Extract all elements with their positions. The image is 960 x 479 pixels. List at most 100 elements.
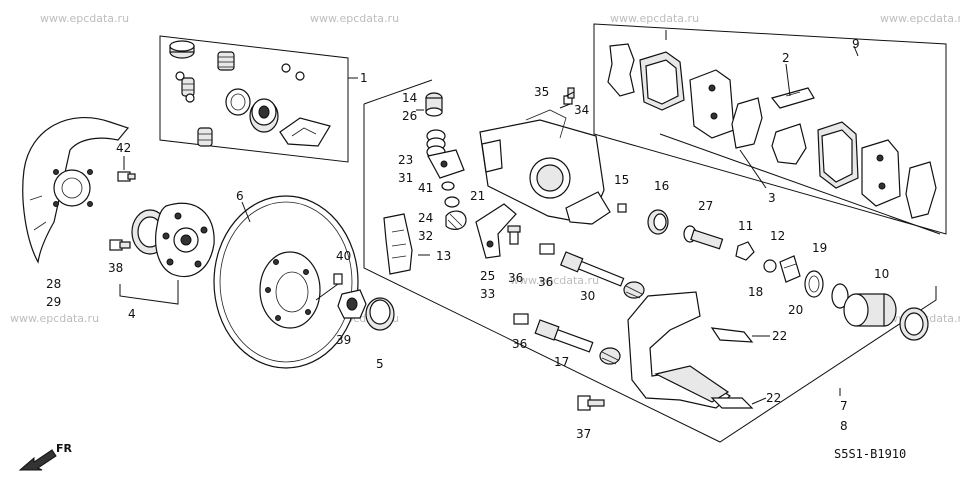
callout-17: 17 (554, 355, 569, 369)
watermark: www.epcdata.ru (610, 12, 699, 25)
hub-cap-5 (365, 297, 395, 331)
clip-13 (383, 213, 413, 275)
callout-24: 24 (418, 211, 433, 225)
callout-34: 34 (574, 103, 589, 117)
callout-28: 28 (46, 277, 61, 291)
ring-part (295, 71, 305, 81)
piston-10 (843, 293, 897, 327)
callout-38: 38 (108, 261, 123, 275)
shim-part (905, 161, 937, 219)
leader-lines (418, 45, 859, 405)
seal-kit-box (159, 35, 358, 163)
callout-26: 26 (402, 109, 417, 123)
hub-bearing-unit (131, 202, 215, 278)
callout-9: 9 (852, 37, 860, 51)
callout-27: 27 (698, 199, 713, 213)
watermark: www.epcdata.ru (510, 274, 599, 287)
callout-21: 21 (470, 189, 485, 203)
part-15 (617, 203, 627, 213)
callout-3: 3 (768, 191, 776, 205)
callout-15: 15 (614, 173, 629, 187)
brake-pad (817, 121, 859, 189)
callout-36: 36 (508, 271, 523, 285)
callout-4: 4 (128, 307, 136, 321)
nut-11 (735, 241, 755, 261)
screw-40 (333, 273, 343, 285)
front-arrow-icon: FR (18, 442, 73, 471)
callout-36: 36 (538, 275, 553, 289)
pad-kit-box (593, 23, 947, 235)
leader-40 (315, 283, 339, 301)
seal-ring (831, 283, 849, 309)
boot-part (197, 127, 213, 147)
callout-5: 5 (376, 357, 384, 371)
callout-6: 6 (236, 189, 244, 203)
watermark: www.epcdata.ru (310, 12, 399, 25)
callout-40: 40 (336, 249, 351, 263)
ring-part (185, 93, 195, 103)
ring-19 (804, 270, 824, 298)
callout-37: 37 (576, 427, 591, 441)
bracket-25 (475, 203, 517, 259)
callout-30: 30 (580, 289, 595, 303)
callout-20: 20 (788, 303, 803, 317)
washer-12 (763, 259, 777, 273)
bolt-38 (109, 239, 131, 251)
callout-1: 1 (360, 71, 368, 85)
callout-29: 29 (46, 295, 61, 309)
bleeder-screw (563, 87, 575, 105)
callout-31: 31 (398, 171, 413, 185)
piston-boot-outer (899, 307, 929, 341)
ring-part (175, 71, 185, 81)
hub-nut-39 (337, 289, 367, 319)
bearing-16 (647, 209, 669, 235)
brake-disc (213, 195, 359, 369)
guide-pin-30 (559, 251, 625, 287)
callout-13: 13 (436, 249, 451, 263)
pad-spring-upper (710, 327, 754, 343)
bolt-37 (577, 395, 605, 411)
pin-boot-upper (623, 281, 645, 299)
brake-pad (639, 51, 685, 111)
shim-part (771, 123, 807, 165)
nut-41 (441, 181, 455, 191)
brake-pad (689, 69, 735, 139)
washer-21 (444, 196, 460, 208)
pin-boot-lower (599, 347, 621, 365)
spring-24 (445, 210, 467, 231)
caliper-box (363, 79, 937, 443)
boot-part (181, 77, 195, 97)
lever-23 (427, 149, 465, 179)
callout-10: 10 (874, 267, 889, 281)
clip-18-20 (779, 255, 801, 283)
brake-pad (861, 139, 901, 207)
callout-36: 36 (512, 337, 527, 351)
lever-cap-14 (425, 92, 443, 117)
caliper-body (479, 109, 611, 225)
watermark: www.epcdata.ru (10, 312, 99, 325)
pad-spring-lower (710, 397, 754, 409)
callout-12: 12 (770, 229, 785, 243)
watermark: www.epcdata.ru (40, 12, 129, 25)
callout-22: 22 (766, 391, 781, 405)
callout-33: 33 (480, 287, 495, 301)
caliper-bracket (627, 291, 731, 409)
bolt-36-mid (539, 243, 555, 255)
piston-boot (249, 98, 279, 133)
boot-part (217, 51, 235, 71)
leader-4 (119, 280, 179, 305)
splash-shield (22, 117, 130, 264)
bolt-36-top (507, 225, 521, 245)
callout-23: 23 (398, 153, 413, 167)
leader-6 (241, 201, 251, 223)
callout-8: 8 (840, 419, 848, 433)
callout-19: 19 (812, 241, 827, 255)
guide-pin-17 (534, 319, 594, 353)
ring-part (281, 63, 291, 73)
callout-11: 11 (738, 219, 753, 233)
boot-part (169, 40, 195, 59)
watermark: www.epcdata.ru (880, 12, 960, 25)
